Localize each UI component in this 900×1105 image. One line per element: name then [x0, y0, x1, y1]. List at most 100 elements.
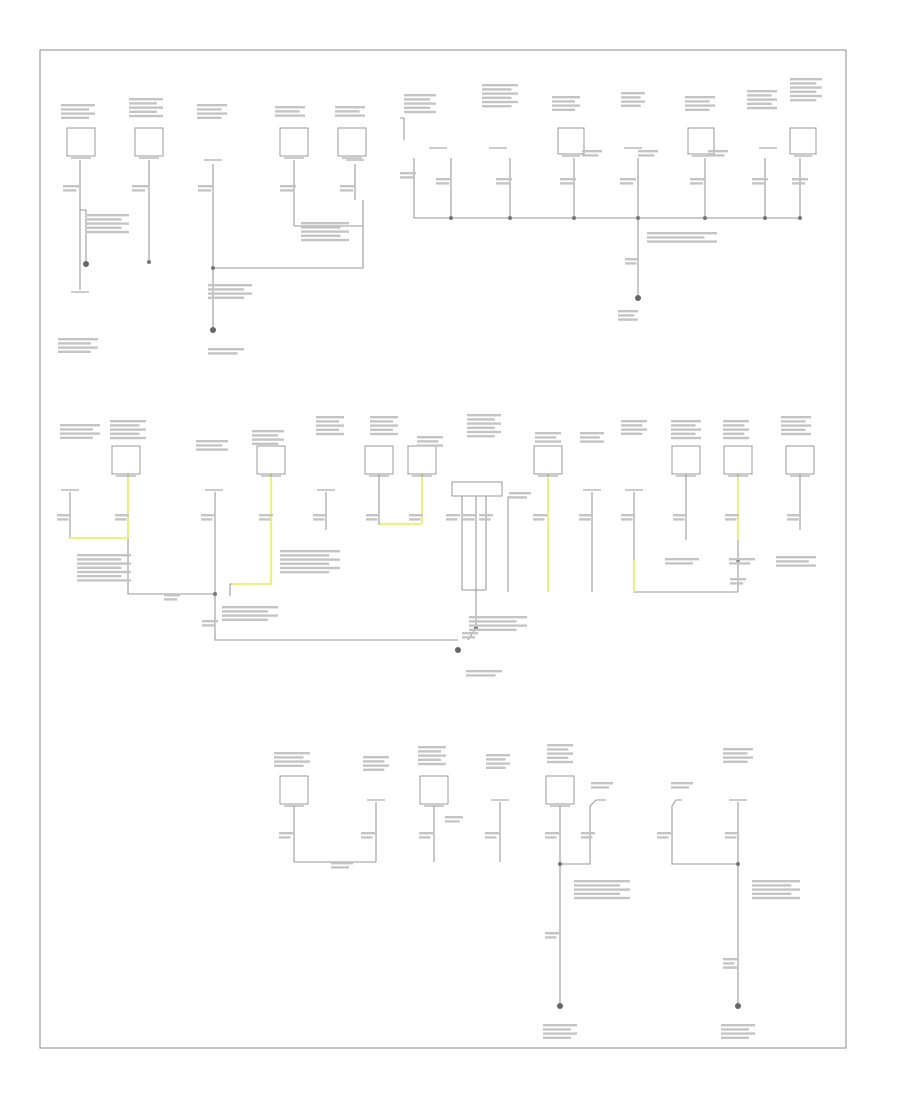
illegible-label	[87, 218, 122, 221]
splice-dot	[572, 216, 576, 220]
illegible-label	[274, 752, 310, 755]
wire	[214, 594, 458, 641]
illegible-label	[208, 348, 244, 351]
illegible-label	[335, 106, 365, 109]
illegible-label	[671, 428, 701, 431]
illegible-label	[723, 966, 737, 969]
illegible-label	[409, 514, 423, 517]
illegible-label	[77, 558, 122, 561]
illegible-label	[533, 518, 545, 521]
illegible-label	[509, 496, 528, 499]
illegible-label	[673, 514, 687, 517]
illegible-label	[87, 214, 129, 217]
illegible-label	[445, 816, 463, 819]
illegible-label	[560, 178, 576, 181]
illegible-label	[545, 936, 557, 939]
illegible-label	[723, 958, 737, 961]
illegible-label	[404, 98, 431, 101]
illegible-label	[316, 416, 344, 419]
splice-dot	[736, 862, 740, 866]
splice-dot	[798, 216, 802, 220]
connector-box	[557, 127, 585, 155]
illegible-label	[685, 100, 710, 103]
illegible-label	[419, 836, 431, 839]
connector-block	[451, 481, 503, 497]
illegible-label	[543, 1024, 577, 1027]
illegible-label	[87, 222, 129, 225]
illegible-label	[208, 292, 252, 295]
illegible-label	[574, 884, 620, 887]
illegible-label	[723, 424, 745, 427]
connector-box	[279, 775, 309, 805]
illegible-label	[370, 420, 393, 423]
illegible-label	[467, 422, 501, 425]
illegible-label	[535, 440, 561, 443]
component-connectors	[61, 127, 817, 807]
illegible-label	[87, 226, 122, 229]
connector-box	[256, 445, 286, 475]
illegible-label	[301, 230, 349, 233]
illegible-label	[671, 420, 701, 423]
illegible-label	[790, 78, 822, 81]
illegible-label	[197, 112, 227, 115]
illegible-label	[77, 562, 131, 565]
illegible-label	[469, 620, 517, 623]
connector-box	[279, 127, 309, 157]
illegible-label	[129, 114, 163, 118]
ground-points	[83, 261, 741, 1009]
illegible-label	[708, 150, 728, 153]
splice-dot	[558, 862, 562, 866]
illegible-label	[129, 102, 157, 105]
illegible-label	[274, 760, 310, 763]
connector-box	[66, 127, 96, 157]
illegible-label	[671, 432, 696, 435]
illegible-label	[469, 624, 527, 627]
illegible-label	[274, 756, 304, 759]
splice-dot	[213, 592, 217, 596]
diagram-frame	[39, 49, 847, 1049]
illegible-label	[313, 518, 325, 521]
illegible-label	[87, 230, 129, 234]
illegible-label	[545, 836, 557, 839]
illegible-label	[58, 350, 91, 353]
illegible-label	[129, 98, 163, 101]
illegible-label	[259, 514, 273, 517]
illegible-label	[496, 182, 510, 185]
illegible-label	[110, 424, 140, 427]
illegible-label	[618, 314, 635, 317]
illegible-label	[721, 1036, 749, 1039]
illegible-label	[671, 782, 693, 785]
illegible-label	[222, 610, 268, 613]
illegible-label	[552, 96, 580, 99]
illegible-label	[673, 518, 685, 521]
illegible-label	[790, 99, 817, 102]
illegible-label	[552, 100, 575, 103]
splice-dot	[211, 266, 215, 270]
illegible-label	[547, 748, 569, 751]
illegible-label	[685, 108, 710, 111]
illegible-label	[690, 182, 704, 185]
illegible-label	[77, 575, 122, 578]
illegible-label	[547, 744, 573, 747]
illegible-label	[469, 616, 527, 619]
illegible-label	[301, 234, 341, 237]
splice-dot	[703, 216, 707, 220]
illegible-label	[618, 318, 638, 321]
illegible-label	[77, 554, 131, 557]
illegible-label	[792, 182, 806, 185]
illegible-label	[552, 108, 575, 111]
illegible-label	[535, 436, 557, 439]
wire	[671, 799, 738, 865]
illegible-label	[543, 1036, 571, 1039]
illegible-label	[132, 185, 148, 188]
illegible-label	[110, 428, 146, 431]
illegible-label	[467, 435, 495, 438]
illegible-label	[647, 240, 717, 243]
illegible-label	[418, 754, 446, 757]
illegible-label	[196, 444, 223, 447]
illegible-label	[370, 432, 398, 436]
illegible-label	[580, 436, 600, 439]
illegible-label	[752, 892, 792, 895]
illegible-label	[708, 154, 725, 157]
